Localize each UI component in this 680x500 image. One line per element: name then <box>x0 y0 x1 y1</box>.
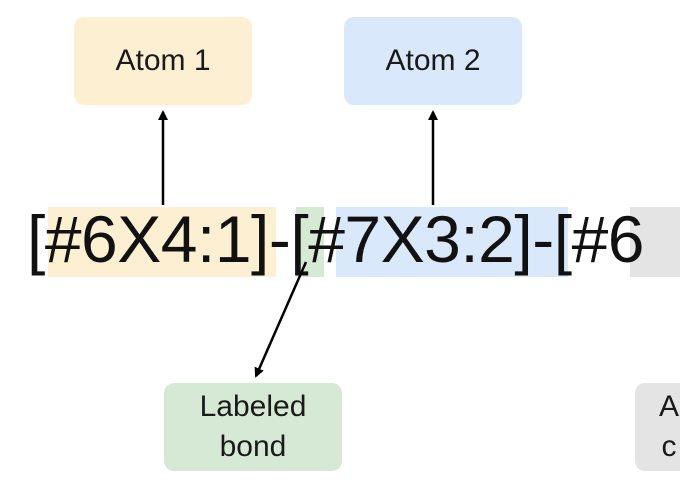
bond2-smarts: - <box>532 202 554 276</box>
atom3-highlight <box>630 207 680 277</box>
bond-smarts: - <box>268 202 291 276</box>
atom2-label-box: Atom 2 <box>344 17 522 105</box>
bond-label: Labeled bond <box>200 387 307 467</box>
bracket-close-2: ] <box>514 202 533 276</box>
atom2-smarts: #7X3:2 <box>308 202 515 276</box>
bracket-open-1: [ <box>27 202 45 276</box>
atom2-highlight <box>336 207 568 277</box>
atom3-smarts: #6 <box>571 202 645 276</box>
atom3-label-box-partial: A c <box>635 383 680 471</box>
atom1-label: Atom 1 <box>115 44 211 77</box>
bracket-open-2: [ <box>290 202 309 276</box>
atom1-label-box: Atom 1 <box>74 17 252 105</box>
bond-label-line2: bond <box>219 430 287 463</box>
bracket-close-1: ] <box>251 202 269 276</box>
atom3-label-line1: A <box>659 390 680 423</box>
atom1-smarts: #6X4:1 <box>44 202 252 276</box>
atom1-highlight <box>48 207 276 277</box>
atom2-label: Atom 2 <box>385 44 481 77</box>
bracket-open-3: [ <box>553 202 572 276</box>
atom3-label-partial: A c <box>659 387 679 467</box>
atom3-label-line2: c <box>661 430 677 463</box>
arrow-to-bond <box>254 261 308 378</box>
bond-label-line1: Labeled <box>199 390 307 423</box>
smarts-pattern: [#6X4:1]-[#7X3:2]-[#6 <box>27 199 644 279</box>
bond-label-box: Labeled bond <box>164 383 342 471</box>
